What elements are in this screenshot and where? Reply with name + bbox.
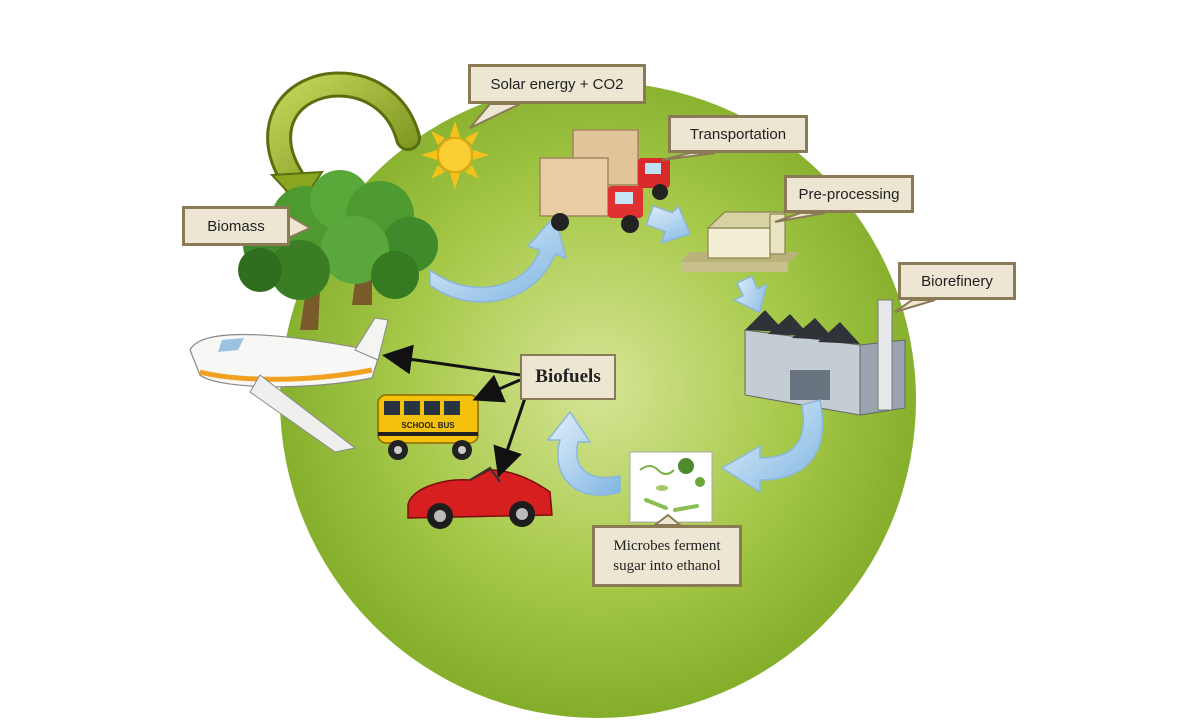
callout-tail-biorefinery xyxy=(894,299,936,313)
school-bus-text: SCHOOL BUS xyxy=(401,421,455,430)
flow-arrow-biomass-transport xyxy=(429,214,568,303)
label-preprocessing: Pre-processing xyxy=(784,175,914,213)
callout-tail-preprocessing xyxy=(774,212,826,223)
label-microbes-ferment: Microbes ferment sugar into ethanol xyxy=(592,525,742,587)
label-biomass: Biomass xyxy=(182,206,290,246)
airplane-icon xyxy=(189,317,389,453)
factory-icon xyxy=(744,299,906,416)
flow-arrow-transport-preprocessing xyxy=(645,204,691,244)
sun-icon xyxy=(421,121,489,189)
callout-tail-transport xyxy=(661,152,716,161)
truck-icon xyxy=(539,129,670,233)
label-biofuels: Biofuels xyxy=(520,354,616,400)
school-bus-icon: SCHOOL BUS xyxy=(377,394,479,460)
preprocessing-plant-icon xyxy=(680,211,800,272)
label-transportation: Transportation xyxy=(668,115,808,153)
car-icon xyxy=(407,466,553,529)
flow-arrow-microbes-biofuels xyxy=(546,410,621,496)
biofuel-use-arrows xyxy=(382,344,527,478)
flow-arrow-preprocessing-biorefinery xyxy=(732,275,768,314)
tree-icon xyxy=(238,170,438,330)
label-biorefinery: Biorefinery xyxy=(898,262,1016,300)
label-solar-energy: Solar energy + CO2 xyxy=(468,64,646,104)
flow-arrow-biorefinery-microbes xyxy=(720,399,824,494)
callout-tail-solar xyxy=(469,103,521,129)
microbes-icon xyxy=(629,451,713,523)
